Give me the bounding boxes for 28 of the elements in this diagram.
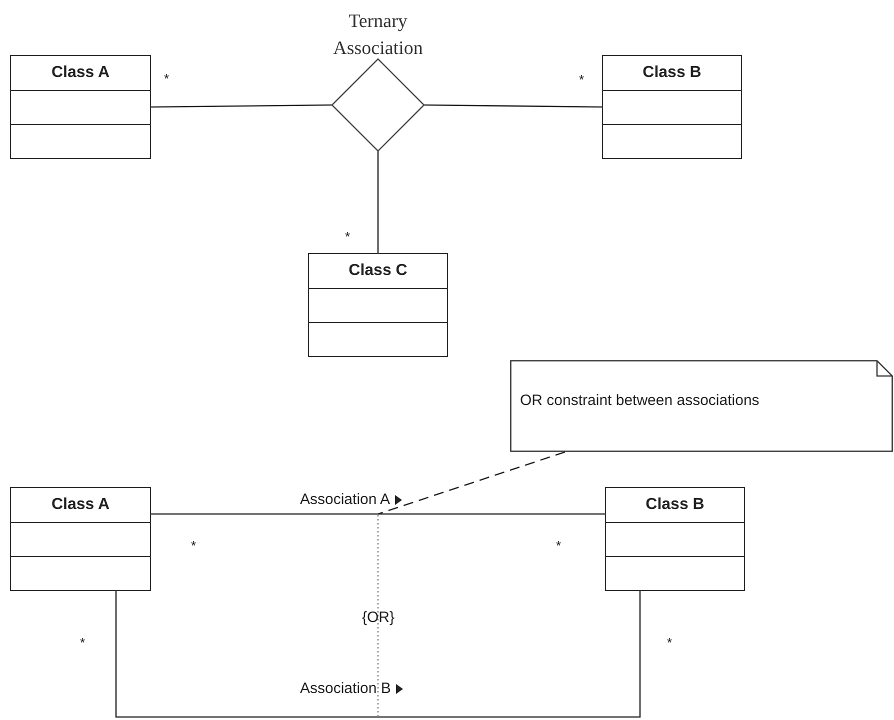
class-name: Class B — [603, 56, 741, 91]
class-name: Class C — [309, 254, 447, 289]
class-name: Class B — [606, 488, 744, 523]
class-name: Class A — [11, 56, 150, 91]
multiplicity-label: * — [191, 539, 196, 552]
association-line — [377, 151, 379, 253]
multiplicity-label: * — [80, 636, 86, 649]
edge-label: Association B — [300, 681, 391, 697]
class-box — [10, 487, 151, 591]
class-box — [605, 487, 745, 591]
multiplicity-label: * — [579, 73, 584, 86]
multiplicity-label: * — [345, 230, 350, 243]
association-line — [424, 104, 602, 108]
note-text: OR constraint between associations — [520, 392, 760, 409]
association-line — [151, 513, 605, 515]
class-box — [308, 253, 448, 357]
constraint-label: {OR} — [362, 610, 395, 626]
multiplicity-label: * — [667, 636, 672, 649]
class-name: Class A — [11, 488, 150, 523]
association-line — [115, 591, 641, 718]
edge-label: Association A — [300, 492, 390, 508]
multiplicity-label: * — [164, 72, 170, 85]
class-box — [602, 55, 742, 159]
dashed-leader-line — [378, 451, 566, 515]
class-box — [10, 55, 151, 159]
diamond-label: Ternary Association — [332, 10, 424, 61]
association-line — [151, 104, 332, 108]
multiplicity-label: * — [556, 539, 562, 552]
